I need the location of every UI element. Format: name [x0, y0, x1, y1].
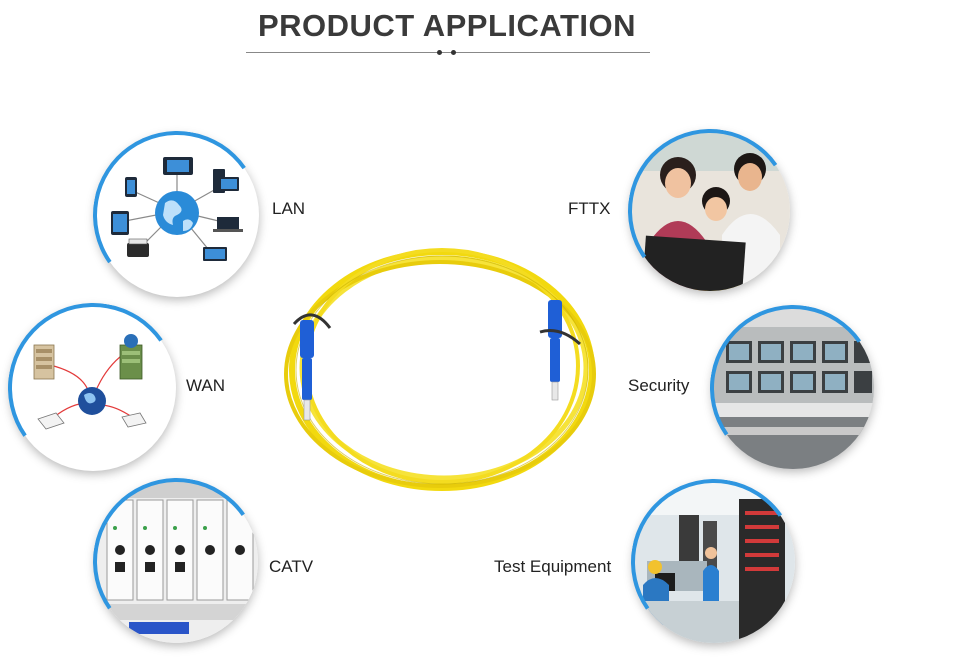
page-title: PRODUCT APPLICATION: [257, 8, 637, 43]
family-computer-icon: [630, 131, 790, 291]
title-divider: [246, 50, 650, 56]
fiber-patch-cable-icon: [284, 248, 596, 491]
application-label: WAN: [186, 376, 226, 395]
catv-modules-icon: [95, 480, 258, 643]
wan-servers-icon: [10, 305, 176, 471]
application-label: LAN: [272, 199, 306, 218]
application-label: Security: [628, 376, 690, 395]
test-lab-icon: [633, 481, 795, 643]
security-monitors-icon: [712, 307, 874, 469]
network-devices-icon: [95, 133, 259, 297]
application-label: Test Equipment: [494, 557, 612, 576]
application-label: CATV: [269, 557, 314, 576]
application-label: FTTX: [568, 199, 611, 218]
